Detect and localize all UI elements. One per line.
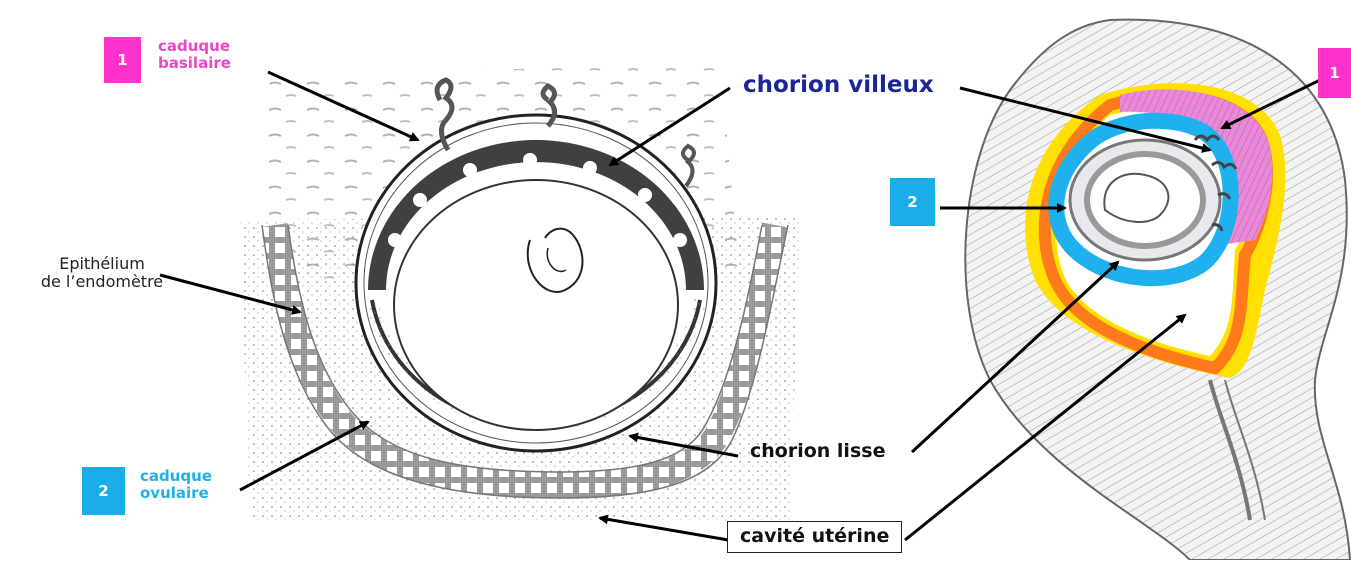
label-caduque-ovulaire: caduque ovulaire: [140, 468, 212, 503]
label-chorion-lisse: chorion lisse: [750, 441, 885, 463]
badge-2-right: 2: [890, 178, 935, 226]
label-caduque-basilaire-line2: basilaire: [158, 55, 231, 72]
label-epithelium-line2: de l’endomètre: [18, 273, 186, 291]
exocoelom: [394, 180, 678, 430]
label-epithelium-line1: Epithélium: [18, 255, 186, 273]
label-caduque-ovulaire-line1: caduque: [140, 468, 212, 485]
embryo-right: [1104, 174, 1168, 222]
arrow-cavite-left: [600, 518, 740, 542]
label-caduque-basilaire: caduque basilaire: [158, 38, 231, 73]
label-chorion-villeux: chorion villeux: [743, 72, 934, 98]
badge-1-right: 1: [1318, 48, 1351, 98]
label-epithelium: Epithélium de l’endomètre: [18, 255, 186, 292]
label-cavite-uterine: cavité utérine: [727, 521, 902, 553]
label-caduque-basilaire-line1: caduque: [158, 38, 231, 55]
label-caduque-ovulaire-line2: ovulaire: [140, 485, 212, 502]
right-diagram: [965, 20, 1350, 560]
badge-1-left: 1: [104, 37, 141, 83]
badge-2-left: 2: [82, 467, 125, 515]
